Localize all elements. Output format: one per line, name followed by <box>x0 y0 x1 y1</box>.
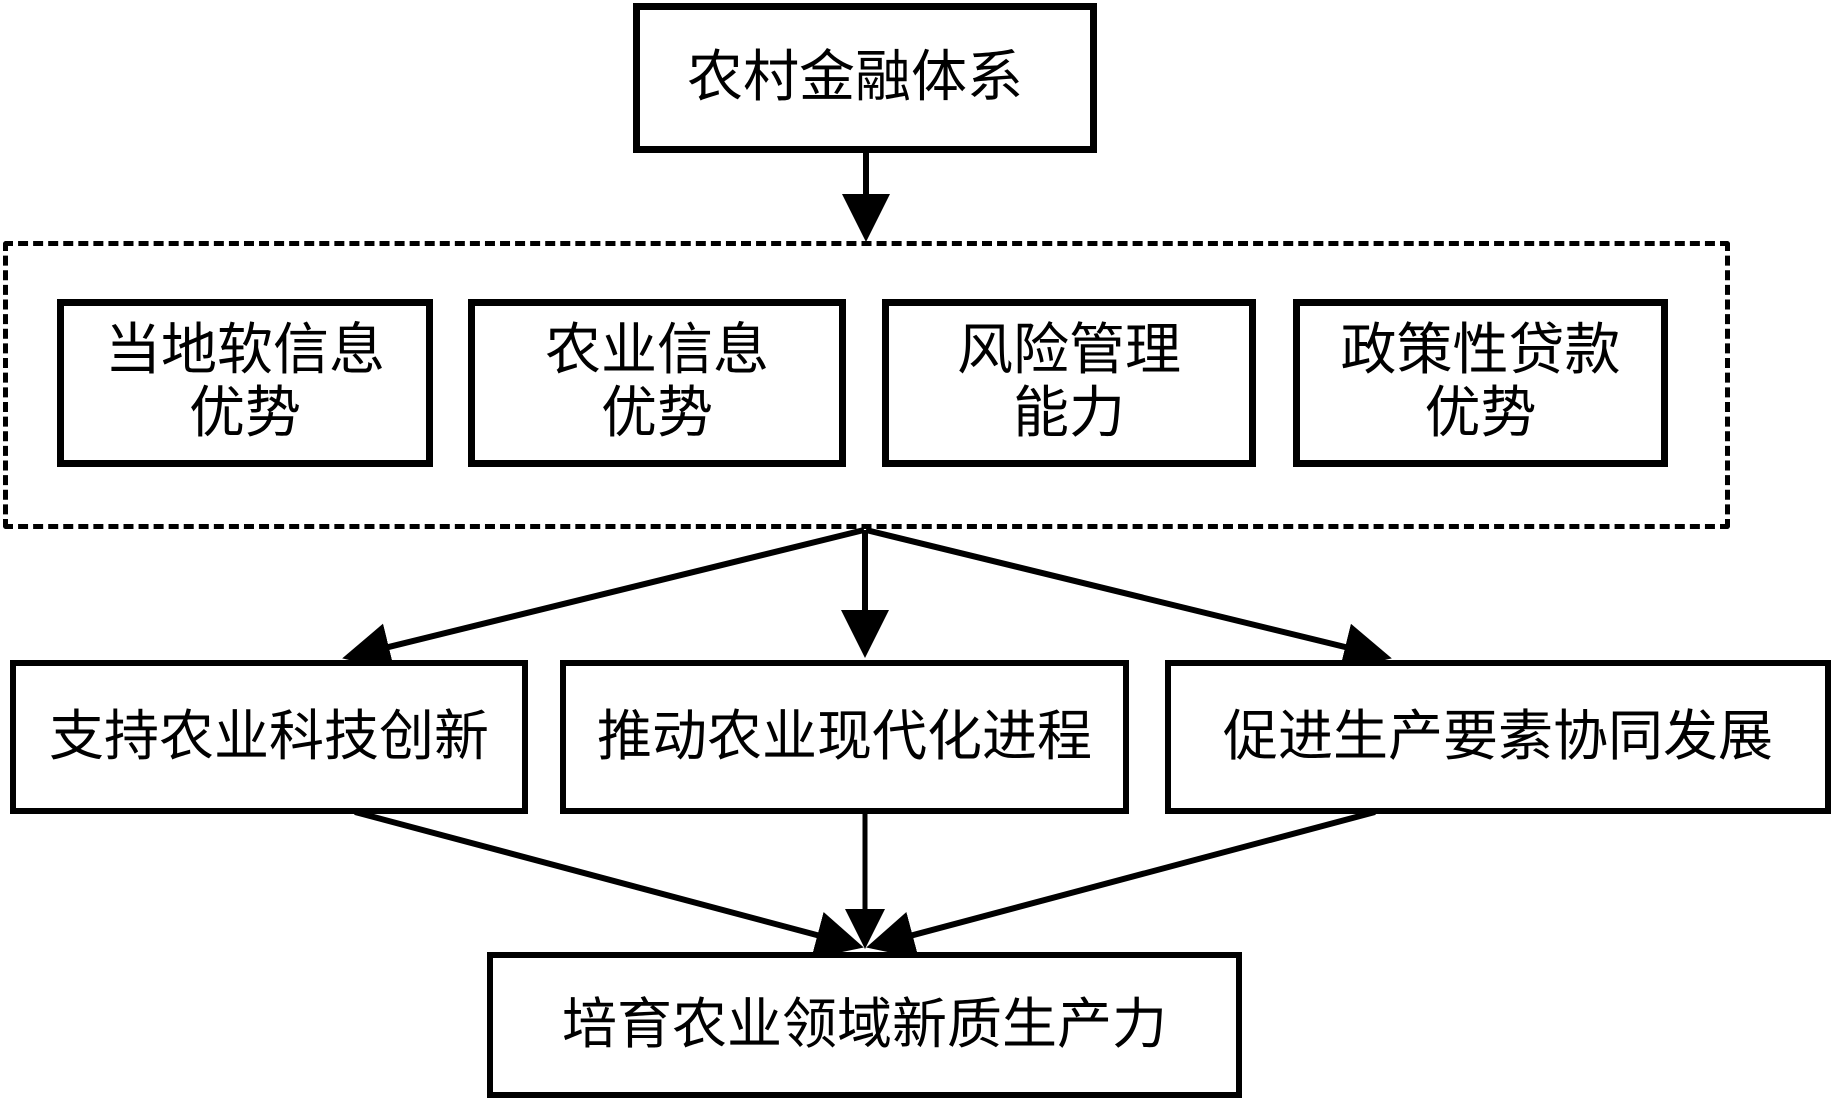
node-new-quality-productivity: 培育农业领域新质生产力 <box>487 952 1242 1098</box>
edge-factor-synergy-to-outcome <box>866 809 1376 959</box>
node-label: 促进生产要素协同发展 <box>1222 704 1773 769</box>
edge-advantages-to-factor-synergy <box>865 527 1392 671</box>
node-label: 推动农业现代化进程 <box>596 704 1092 769</box>
node-rural-finance-system: 农村金融体系 <box>633 3 1097 153</box>
node-label: 风险管理 能力 <box>957 318 1181 446</box>
node-label: 培育农业领域新质生产力 <box>561 992 1167 1057</box>
node-label: 政策性贷款 优势 <box>1340 318 1621 446</box>
node-label: 支持农业科技创新 <box>48 704 489 769</box>
edge-advantages-to-tech-innovation <box>342 527 865 671</box>
node-local-soft-info: 当地软信息 优势 <box>57 299 433 467</box>
node-factor-synergy: 促进生产要素协同发展 <box>1165 660 1831 814</box>
node-label: 农村金融体系 <box>687 44 1023 110</box>
node-modernization: 推动农业现代化进程 <box>560 660 1129 814</box>
node-policy-loan: 政策性贷款 优势 <box>1293 299 1668 467</box>
node-risk-mgmt: 风险管理 能力 <box>882 299 1256 467</box>
node-label: 当地软信息 优势 <box>105 318 385 446</box>
node-label: 农业信息 优势 <box>545 318 769 446</box>
advantage-group <box>3 241 1730 529</box>
node-tech-innovation: 支持农业科技创新 <box>10 660 528 814</box>
edge-tech-innovation-to-outcome <box>354 809 864 959</box>
node-agri-info: 农业信息 优势 <box>468 299 846 467</box>
